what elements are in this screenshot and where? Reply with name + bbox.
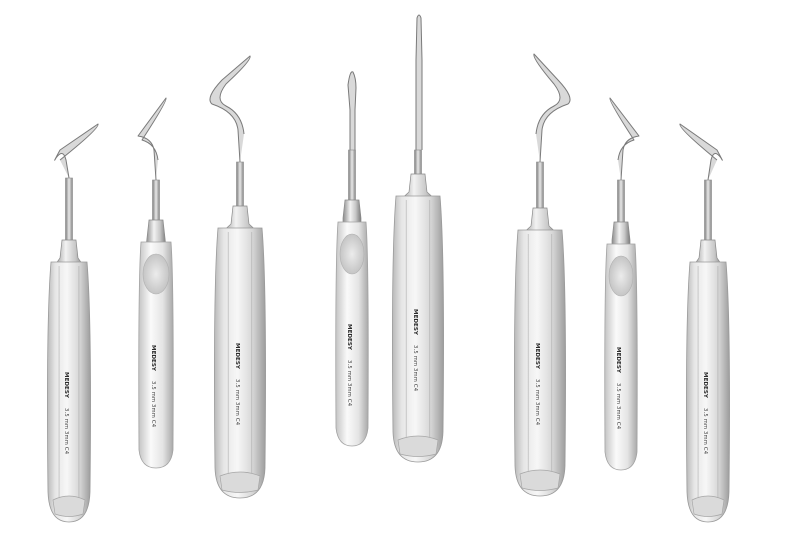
size-engraving-text: 3.5 mm 3mm C4 (534, 379, 540, 426)
engraving: MEDESY 3.5 mm 3mm C4 (234, 343, 240, 426)
elevator-shaft (536, 161, 544, 211)
elevator-handle (335, 221, 369, 447)
thumb-rest (142, 253, 170, 295)
brand-logo-text: MEDESY (412, 309, 418, 336)
elevator-handle (138, 241, 174, 469)
size-engraving-text: 3.5 mm 3mm C4 (150, 381, 156, 428)
brand-logo-text: MEDESY (702, 372, 708, 399)
elevator-shaft (152, 179, 160, 223)
size-engraving-text: 3.5 mm 3mm C4 (63, 408, 69, 455)
elevator-handle (514, 229, 566, 497)
elevator-blade (137, 97, 167, 181)
engraving: MEDESY 3.5 mm 3mm C4 (615, 347, 621, 430)
dental-elevator-3: MEDESY 3.5 mm 3mm C4 (209, 55, 266, 499)
size-engraving-text: 3.5 mm 3mm C4 (615, 383, 621, 430)
engraving: MEDESY 3.5 mm 3mm C4 (534, 343, 540, 426)
dental-elevator-8: MEDESY 3.5 mm 3mm C4 (679, 123, 730, 523)
elevator-blade (54, 123, 99, 179)
brand-logo-text: MEDESY (346, 324, 352, 351)
elevator-shaft (617, 179, 625, 225)
engraving: MEDESY 3.5 mm 3mm C4 (702, 372, 708, 455)
elevator-blade (415, 14, 423, 150)
brand-logo-text: MEDESY (234, 343, 240, 370)
dental-elevator-5: MEDESY 3.5 mm 3mm C4 (392, 14, 444, 463)
dental-elevator-4: MEDESY 3.5 mm 3mm C4 (335, 71, 369, 447)
engraving: MEDESY 3.5 mm 3mm C4 (412, 309, 418, 392)
dental-elevator-1: MEDESY 3.5 mm 3mm C4 (47, 123, 99, 523)
elevator-handle (392, 195, 444, 463)
thumb-rest (608, 255, 634, 297)
elevator-shaft (65, 177, 73, 243)
elevator-handle (47, 261, 91, 523)
elevator-blade (347, 71, 357, 150)
size-engraving-text: 3.5 mm 3mm C4 (702, 408, 708, 455)
dental-elevator-6: MEDESY 3.5 mm 3mm C4 (514, 53, 571, 497)
elevator-shaft (348, 149, 356, 203)
elevator-blade (609, 97, 640, 181)
thumb-rest (339, 233, 365, 275)
elevator-blade (679, 123, 723, 181)
elevator-blade (533, 53, 571, 163)
size-engraving-text: 3.5 mm 3mm C4 (412, 345, 418, 392)
elevator-shaft (414, 149, 422, 177)
size-engraving-text: 3.5 mm 3mm C4 (234, 379, 240, 426)
elevator-shaft (704, 179, 712, 243)
brand-logo-text: MEDESY (150, 345, 156, 372)
engraving: MEDESY 3.5 mm 3mm C4 (150, 345, 156, 428)
dental-elevator-7: MEDESY 3.5 mm 3mm C4 (604, 97, 640, 471)
elevator-shaft (236, 161, 244, 209)
brand-logo-text: MEDESY (615, 347, 621, 374)
dental-elevator-2: MEDESY 3.5 mm 3mm C4 (137, 97, 174, 469)
engraving: MEDESY 3.5 mm 3mm C4 (63, 372, 69, 455)
brand-logo-text: MEDESY (534, 343, 540, 370)
brand-logo-text: MEDESY (63, 372, 69, 399)
elevator-handle (214, 227, 266, 499)
size-engraving-text: 3.5 mm 3mm C4 (346, 360, 352, 407)
engraving: MEDESY 3.5 mm 3mm C4 (346, 324, 352, 407)
elevator-handle (686, 261, 730, 523)
elevator-handle (604, 243, 638, 471)
elevator-blade (209, 55, 251, 163)
